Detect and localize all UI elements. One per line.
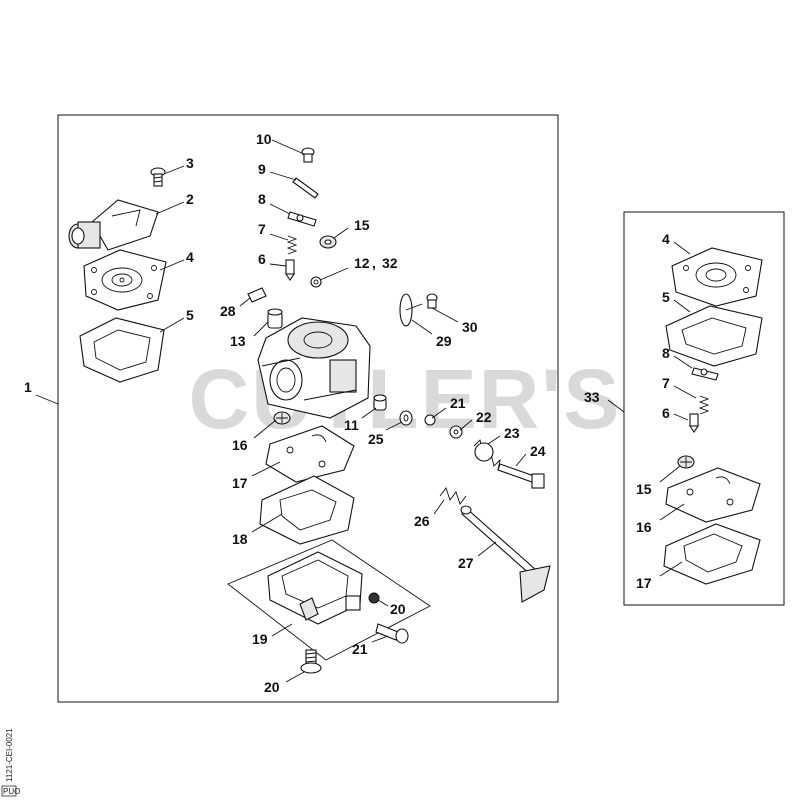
callout-9: 9 <box>258 161 266 177</box>
callout-30: 29 <box>436 333 452 349</box>
drawing-flag: PUO <box>3 787 20 796</box>
kit-callout-5: 5 <box>662 289 670 305</box>
kit-callout-6: 6 <box>662 405 670 421</box>
part-5-gasket <box>79 317 165 383</box>
callout-27: 26 <box>414 513 430 529</box>
drawing-code: 1121-CEI-0021 <box>5 728 14 782</box>
kit-part-4-diaphragm <box>671 247 763 307</box>
part-4-diaphragm <box>83 249 167 311</box>
part-16-gasket <box>265 425 355 483</box>
callout-2: 2 <box>186 191 194 207</box>
callout-12: 12 <box>354 255 370 271</box>
callout-32: 32 <box>382 255 398 271</box>
kit-part-6-needle <box>688 413 700 433</box>
part-15-screen <box>273 411 291 425</box>
kit-callout-8: 8 <box>662 345 670 361</box>
part-3-screw <box>150 167 166 187</box>
drawing-code-block: 1121-CEI-0021 PUO <box>1 728 20 797</box>
part-14-washer <box>319 235 337 249</box>
callout-7: 7 <box>258 221 266 237</box>
part-24-spring <box>473 439 501 471</box>
callout-18: 19 <box>252 631 268 647</box>
callout-23: 22 <box>476 409 492 425</box>
kit-part-15-screen <box>677 455 695 469</box>
callout-26: 25 <box>368 431 384 447</box>
part-12-nut <box>310 276 322 288</box>
part-17-diaphragm <box>259 475 355 545</box>
callout-11: 11 <box>344 417 359 433</box>
kit-part-5-gasket <box>665 305 763 367</box>
part-25-screw <box>497 463 545 489</box>
part-30-disc <box>399 293 423 327</box>
part-2-pump-cover <box>68 199 159 251</box>
part-26-washer <box>399 410 413 426</box>
part-29-clip <box>247 287 267 303</box>
kit-callout-17: 17 <box>636 575 652 591</box>
kit-part-16-gasket <box>665 467 761 523</box>
part-7-spring <box>286 235 298 255</box>
callout-5: 5 <box>186 307 194 323</box>
callout-1: 1 <box>24 379 32 395</box>
callout-21: 20 <box>264 679 280 695</box>
callout-19: 20 <box>390 601 406 617</box>
callout-10: 10 <box>256 131 272 147</box>
kit-callouts: 33 4 5 8 7 6 15 16 17 <box>584 231 670 591</box>
callout-3: 3 <box>186 155 194 171</box>
part-31-screw <box>426 293 438 309</box>
kit-group-frame <box>623 211 785 606</box>
callout-8: 8 <box>258 191 266 207</box>
part-19-ball <box>368 592 380 604</box>
kit-callout-4: 4 <box>662 231 670 247</box>
callout-16: 17 <box>232 475 248 491</box>
callout-14: 15 <box>354 217 370 233</box>
callout-31: 30 <box>462 319 478 335</box>
part-27-spring <box>439 487 467 505</box>
carburetor-body <box>257 317 371 419</box>
part-20-screw <box>375 623 409 644</box>
callout-25: 24 <box>530 443 546 459</box>
callout-33: 33 <box>584 389 600 405</box>
drawing-flag-box <box>1 785 17 797</box>
callout-15: 16 <box>232 437 248 453</box>
part-10-screw <box>301 147 315 163</box>
kit-callout-15: 15 <box>636 481 652 497</box>
callout-29: 28 <box>220 303 236 319</box>
callout-20: 21 <box>352 641 368 657</box>
part-28-shaft <box>460 505 551 603</box>
leader-lines <box>35 139 697 683</box>
part-11-plug <box>373 394 387 411</box>
callout-24: 23 <box>504 425 520 441</box>
main-callouts: 1 3 2 4 5 10 9 8 7 6 15 12 , 32 28 13 30… <box>24 131 546 695</box>
callout-4: 4 <box>186 249 194 265</box>
part-23-washer <box>449 425 463 439</box>
callout-13: 13 <box>230 333 246 349</box>
part-13-plug <box>267 308 283 329</box>
part-18-cover <box>227 539 431 661</box>
callout-6: 6 <box>258 251 266 267</box>
part-8-lever <box>287 211 317 227</box>
kit-part-8-lever <box>691 367 719 381</box>
kit-callout-16: 16 <box>636 519 652 535</box>
watermark-text: CUTLER'S <box>189 352 622 446</box>
kit-callout-7: 7 <box>662 375 670 391</box>
callout-28: 27 <box>458 555 474 571</box>
main-group-frame <box>57 114 559 703</box>
callout-12-32-separator: , <box>372 255 376 271</box>
kit-part-7-spring <box>698 395 710 415</box>
callout-22: 21 <box>450 395 466 411</box>
part-6-needle <box>284 259 296 281</box>
kit-part-17-diaphragm <box>663 523 761 585</box>
part-9-pin <box>292 177 319 199</box>
callout-17: 18 <box>232 531 248 547</box>
part-21-screw <box>300 649 322 674</box>
